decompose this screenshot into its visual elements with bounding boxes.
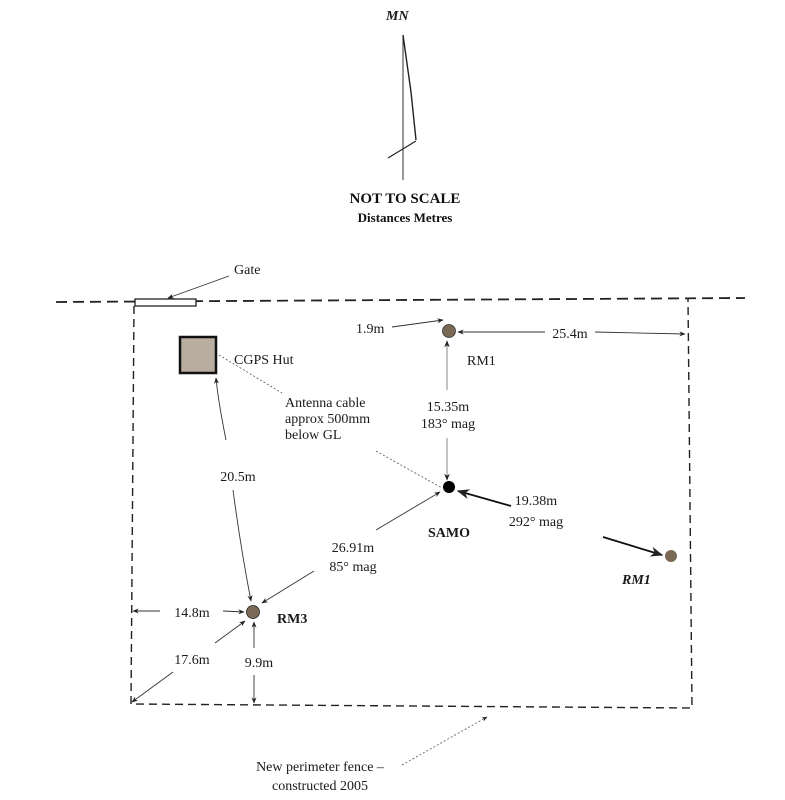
antenna-cable-leader-lower <box>375 450 443 489</box>
magnetic-north-line <box>402 34 417 141</box>
antenna-label-line1: Antenna cable <box>285 396 365 411</box>
rm1-fence-right-dim: 25.4m <box>552 327 588 342</box>
not-to-scale-note: NOT TO SCALE <box>350 191 461 207</box>
cgps-hut-label: CGPS Hut <box>234 353 294 368</box>
rm3-fence-left-dim: 14.8m <box>174 606 210 621</box>
samo-rm1e-bearing: 292° mag <box>509 515 563 530</box>
hut-rm3-distance: 20.5m <box>220 470 256 485</box>
samo-rm1-bearing: 183° mag <box>421 417 475 432</box>
antenna-label-line2: approx 500mm <box>285 412 370 427</box>
hut-rm3-arrow-to-rm3 <box>232 489 253 602</box>
antenna-label-line3: below GL <box>285 428 341 443</box>
samo-rm3-distance: 26.91m <box>332 541 375 556</box>
declination-tick <box>387 140 417 159</box>
samo-rm1e-arrow-to-samo <box>456 489 512 507</box>
fence-pointer-arrow <box>401 716 488 766</box>
rm1-north-label: RM1 <box>467 354 496 369</box>
north-arrow: MN <box>385 9 417 180</box>
rm1-east-mark <box>665 550 677 562</box>
north-label: MN <box>385 9 409 24</box>
cgps-hut <box>178 335 218 375</box>
rm1-fence-right-arrow-right <box>594 331 686 337</box>
antenna-cable-leader-upper <box>218 354 283 394</box>
top-fence-line <box>55 297 746 303</box>
gate-label: Gate <box>234 263 260 278</box>
samo-rm1-distance: 15.35m <box>427 400 470 415</box>
rm3-corner-arrow-corner <box>131 671 174 703</box>
samo-rm3-arrow-to-rm3 <box>261 570 315 604</box>
rm1-east-label: RM1 <box>621 573 651 588</box>
samo-rm3-arrow-to-samo <box>375 491 441 531</box>
rm3-corner-dim: 17.6m <box>174 653 210 668</box>
samo-rm1e-distance: 19.38m <box>515 494 558 509</box>
rm3-left-arrow-rm3 <box>222 609 245 615</box>
rm1-fence-top-arrow <box>391 318 444 328</box>
fence-label-line2: constructed 2005 <box>272 779 368 794</box>
gate <box>134 298 197 307</box>
rm1-fence-top-dim: 1.9m <box>356 322 385 337</box>
samo-rm1e-arrow-to-rm1 <box>602 536 664 557</box>
samo-label: SAMO <box>428 526 470 541</box>
samo-rm3-bearing: 85° mag <box>329 560 376 575</box>
units-note: Distances Metres <box>358 210 453 225</box>
rm3-mark <box>246 605 260 619</box>
hut-rm3-arrow-to-hut <box>214 377 227 441</box>
rm3-corner-arrow-rm3 <box>214 620 246 644</box>
gate-pointer-arrow <box>167 275 230 299</box>
rm3-label: RM3 <box>277 612 307 627</box>
rm1-north-mark <box>442 324 456 338</box>
fence-label-line1: New perimeter fence – <box>256 760 385 775</box>
rm3-fence-bottom-dim: 9.9m <box>245 656 274 671</box>
samo-mark <box>443 481 455 493</box>
perimeter-fence <box>130 298 693 709</box>
